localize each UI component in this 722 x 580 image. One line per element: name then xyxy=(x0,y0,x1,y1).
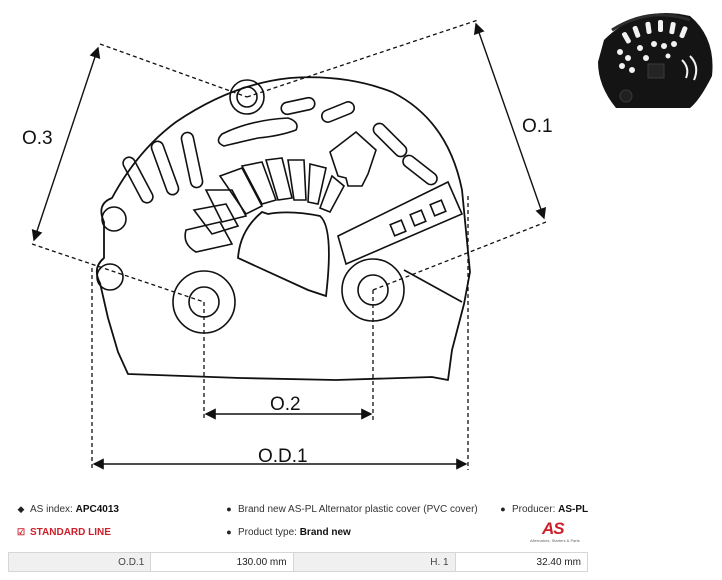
side-hole-upper xyxy=(101,206,127,232)
dimension-label-od1: O.D.1 xyxy=(258,446,308,467)
info-icon: ● xyxy=(500,504,506,514)
tag-icon: ◆ xyxy=(17,504,25,514)
producer: ● Producer: AS-PL xyxy=(498,504,588,515)
as-index-label: AS index: xyxy=(30,504,73,515)
logo-mark: AS xyxy=(542,519,565,538)
dimension-label-o2: O.2 xyxy=(270,394,301,415)
product-photo xyxy=(598,13,713,108)
top-mount-hole-inner xyxy=(236,86,258,108)
product-type: ● Product type: Brand new xyxy=(224,527,351,538)
outer-slots xyxy=(122,96,438,204)
product-type-label: Product type: xyxy=(238,527,297,538)
spec-key-h1: H. 1 xyxy=(292,552,456,572)
terminal-windows xyxy=(389,199,447,237)
checkbox-icon: ☑ xyxy=(16,527,26,537)
product-type-value: Brand new xyxy=(299,527,351,538)
top-mount-hole-outer xyxy=(229,79,265,115)
rectifier-pocket xyxy=(329,130,377,187)
cover-outline xyxy=(95,76,471,381)
producer-label: Producer: xyxy=(512,504,556,515)
product-description: ● Brand new AS-PL Alternator plastic cove… xyxy=(224,504,478,515)
dimension-label-o1: O.1 xyxy=(522,116,553,137)
standard-line-label: STANDARD LINE xyxy=(30,527,111,538)
as-index: ◆ AS index: APC4013 xyxy=(16,504,119,515)
spec-key-od1: O.D.1 xyxy=(7,552,152,572)
dimension-label-o3: O.3 xyxy=(22,128,53,149)
info-icon: ● xyxy=(226,527,232,537)
info-icon: ● xyxy=(226,504,232,514)
spec-value-od1: 130.00 mm xyxy=(150,552,294,572)
as-index-value: APC4013 xyxy=(75,504,119,515)
logo-tagline: Alternators, Starters & Parts xyxy=(530,538,580,543)
edge-line xyxy=(403,269,463,303)
central-window xyxy=(237,210,330,298)
standard-line-badge: ☑ STANDARD LINE xyxy=(16,527,111,538)
technical-drawing: O.3 O.1 O.2 O.D.1 xyxy=(22,13,713,470)
as-pl-logo: AS Alternators, Starters & Parts xyxy=(530,519,590,545)
spec-table: O.D.1 130.00 mm H. 1 32.40 mm xyxy=(7,552,589,572)
producer-value: AS-PL xyxy=(558,504,589,515)
side-hole-lower xyxy=(96,263,124,291)
terminal-strip xyxy=(337,180,464,266)
table-row: O.D.1 130.00 mm H. 1 32.40 mm xyxy=(7,552,589,572)
description-text: Brand new AS-PL Alternator plastic cover… xyxy=(238,504,478,515)
dimension-arrows xyxy=(31,22,547,470)
spec-value-h1: 32.40 mm xyxy=(454,552,589,572)
middle-slot xyxy=(217,117,298,147)
inner-ribs xyxy=(184,157,346,253)
construction-lines xyxy=(31,19,547,470)
